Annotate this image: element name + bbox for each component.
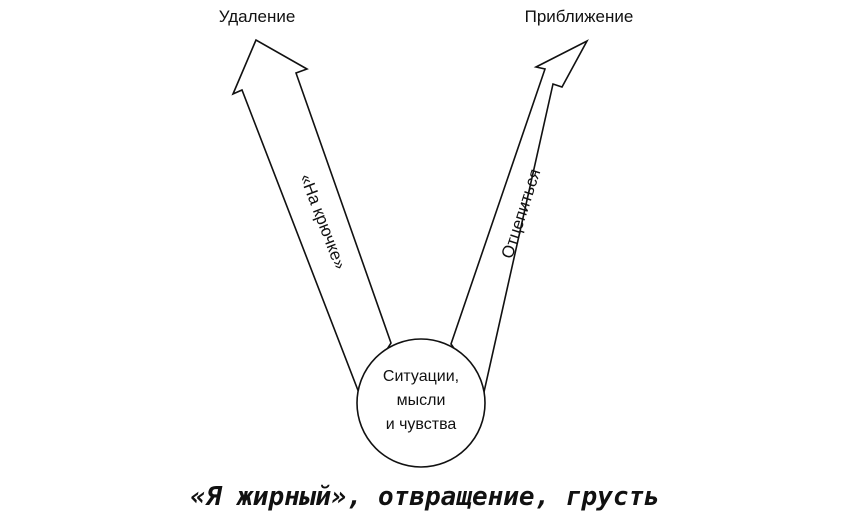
center-line-1: Ситуации, [383,368,459,385]
center-line-3: и чувства [386,416,457,433]
toward-label: Приближение [525,7,634,26]
away-label: Удаление [219,7,296,26]
center-line-2: мысли [397,392,446,409]
left-arrow: «На крючке» [231,38,392,395]
right-arrow: Отцепиться [450,39,589,394]
center-circle [356,338,486,468]
right-arrow-shape [450,39,589,394]
left-arrow-shape [231,38,392,395]
center-node: Ситуации, мысли и чувства [356,338,486,468]
caption: «Я жирный», отвращение, грусть [190,482,660,512]
